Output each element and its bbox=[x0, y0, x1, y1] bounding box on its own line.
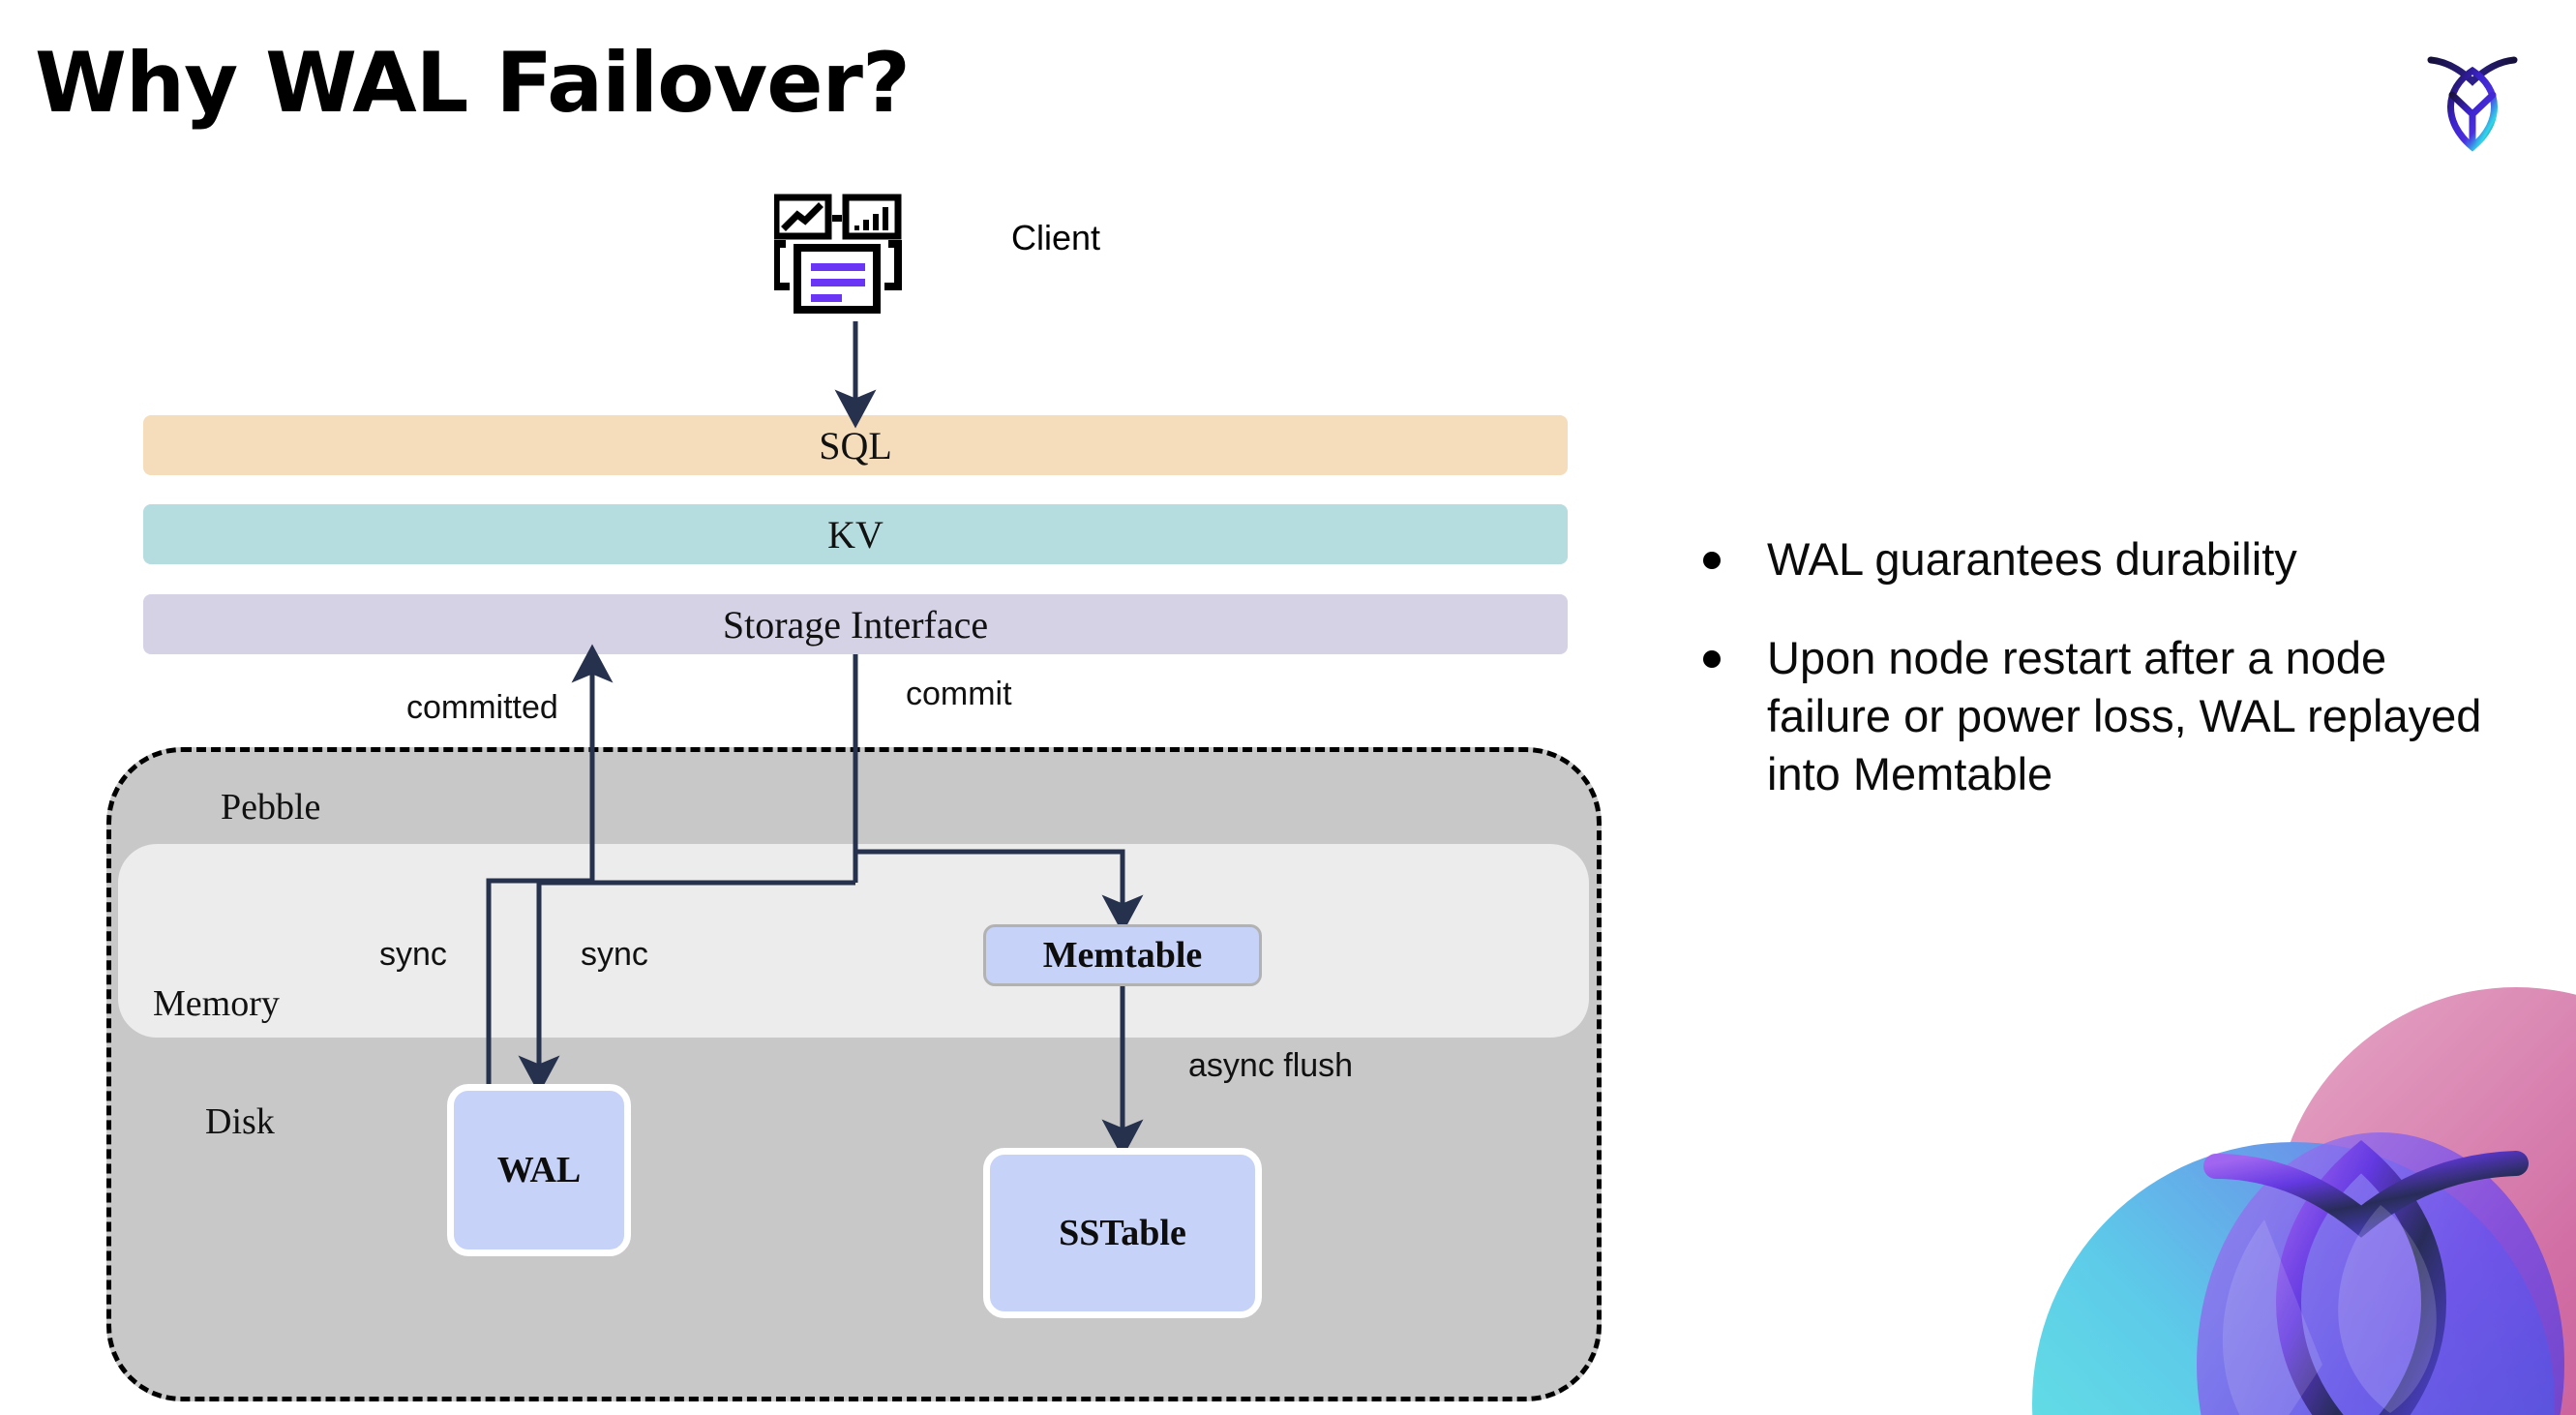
node-sstable[interactable]: SSTable bbox=[983, 1148, 1262, 1318]
client-dashboard-icon bbox=[772, 194, 929, 319]
cockroachdb-logo-icon bbox=[2419, 39, 2526, 155]
layer-bar-storage: Storage Interface bbox=[143, 594, 1568, 654]
bullet-list: WAL guarantees durability Upon node rest… bbox=[1703, 530, 2497, 845]
node-memtable-label: Memtable bbox=[1042, 935, 1203, 976]
disk-label: Disk bbox=[205, 1101, 275, 1142]
node-memtable[interactable]: Memtable bbox=[983, 924, 1262, 986]
list-item: WAL guarantees durability bbox=[1703, 530, 2497, 588]
node-wal[interactable]: WAL bbox=[447, 1084, 631, 1256]
edge-label-committed: committed bbox=[406, 689, 558, 726]
pebble-label: Pebble bbox=[221, 787, 321, 828]
client-label: Client bbox=[1011, 218, 1101, 257]
node-sstable-label: SSTable bbox=[1059, 1213, 1186, 1253]
edge-label-sync-right: sync bbox=[581, 936, 648, 973]
edge-label-commit: commit bbox=[906, 676, 1012, 712]
bullet-text: Upon node restart after a node failure o… bbox=[1767, 632, 2482, 800]
layer-bar-kv: KV bbox=[143, 504, 1568, 564]
edge-label-async-flush: async flush bbox=[1188, 1047, 1354, 1084]
diagram-edges bbox=[486, 321, 1144, 1159]
list-item: Upon node restart after a node failure o… bbox=[1703, 629, 2497, 803]
cockroachdb-gradient-art-icon bbox=[1974, 948, 2576, 1415]
edge-label-sync-left: sync bbox=[379, 936, 447, 973]
bullet-dot-icon bbox=[1703, 650, 1721, 669]
layer-label-storage: Storage Interface bbox=[722, 602, 989, 647]
memory-label: Memory bbox=[153, 983, 280, 1024]
layer-bar-sql: SQL bbox=[143, 415, 1568, 475]
bullet-dot-icon bbox=[1703, 552, 1721, 569]
layer-label-kv: KV bbox=[827, 512, 884, 557]
architecture-diagram: Client SQL KV Storage Interface Pebble M… bbox=[106, 194, 1602, 1401]
page-title: Why WAL Failover? bbox=[35, 35, 911, 132]
bullet-text: WAL guarantees durability bbox=[1767, 533, 2297, 585]
node-wal-label: WAL bbox=[496, 1150, 582, 1190]
layer-label-sql: SQL bbox=[819, 423, 892, 467]
